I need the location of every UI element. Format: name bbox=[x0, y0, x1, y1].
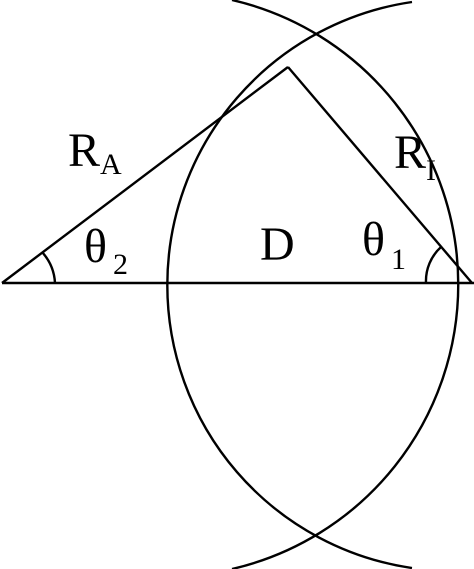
angle-arc-theta-1 bbox=[424, 246, 442, 284]
label-r-i: RI bbox=[394, 126, 436, 187]
label-r-a: RA bbox=[68, 124, 122, 181]
arc-right-bowing bbox=[231, 0, 460, 569]
arc-left-bowing bbox=[166, 0, 413, 569]
label-d: D bbox=[260, 218, 295, 271]
side-r-i bbox=[287, 66, 473, 284]
angle-arc-theta-2 bbox=[41, 251, 57, 284]
side-r-a bbox=[1, 66, 289, 284]
